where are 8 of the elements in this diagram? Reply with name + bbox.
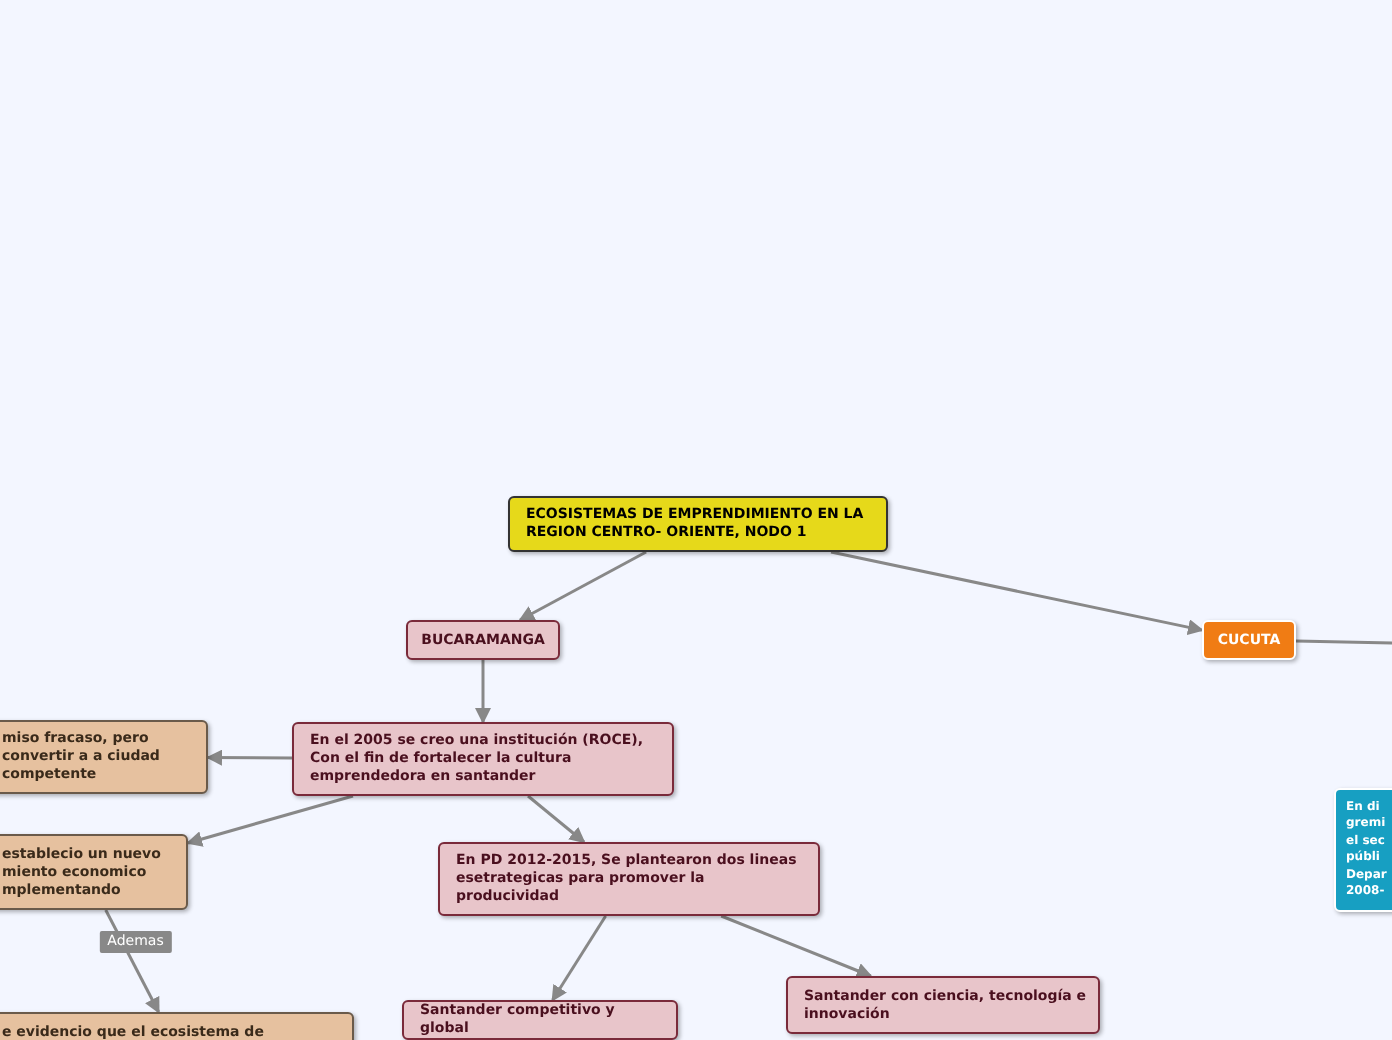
arrow [206,749,292,766]
arrow [518,550,647,622]
arrow [186,794,354,847]
arrow [830,550,1204,636]
arrow [551,915,607,1002]
arrow [527,794,586,844]
arrow [475,660,491,724]
arrow [720,914,873,979]
